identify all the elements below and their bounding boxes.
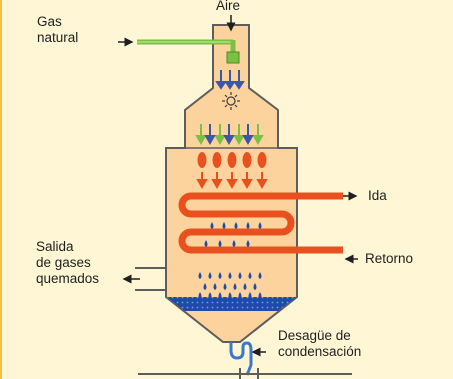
- fan-icon: [222, 92, 240, 110]
- condensate-pool: [167, 297, 296, 311]
- mixing-arrows: [195, 124, 264, 146]
- heat-exchanger-coil: [178, 192, 343, 254]
- gas-pipe: [137, 39, 240, 64]
- condensation-drops: [198, 222, 262, 299]
- flames: [197, 152, 267, 168]
- label-gas-natural: Gas natural: [37, 14, 79, 45]
- label-ida: Ida: [368, 188, 387, 203]
- drain-line: [138, 368, 352, 379]
- hot-gas-arrows: [196, 172, 268, 190]
- flue-exhaust-duct: [135, 267, 166, 291]
- label-desague: Desagüe de condensación: [278, 328, 362, 359]
- label-aire: Aire: [216, 0, 241, 13]
- frame-edge: [0, 0, 2, 379]
- air-arrows: [215, 70, 245, 90]
- label-retorno: Retorno: [365, 251, 414, 266]
- gas-valve: [226, 51, 240, 64]
- drain-siphon: [229, 341, 253, 376]
- label-salida-gases: Salida de gases quemados: [36, 239, 100, 286]
